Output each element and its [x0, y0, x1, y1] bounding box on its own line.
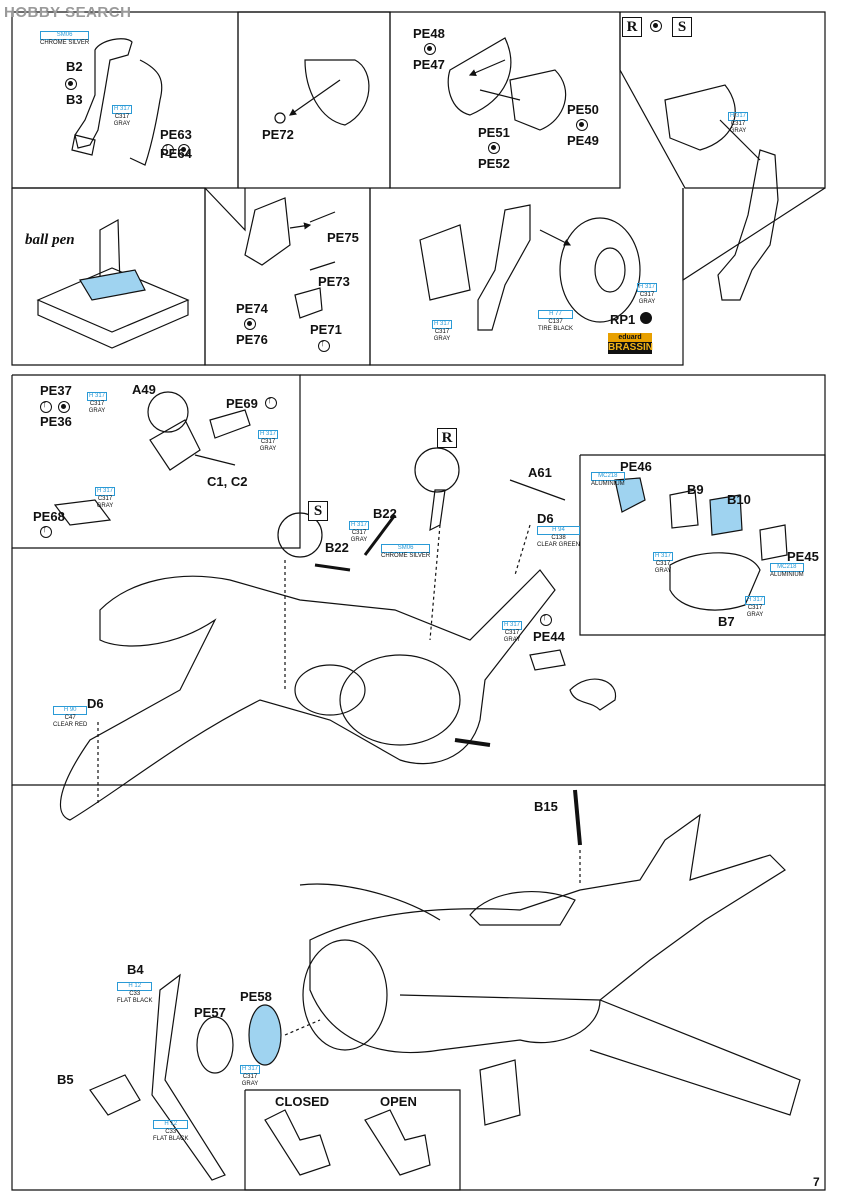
detail-a49-c1 — [53, 391, 251, 526]
part-label-pe48: PE48 — [413, 26, 445, 41]
watermark: HOBBY SEARCH — [4, 4, 132, 21]
part-label-a49: A49 — [132, 382, 156, 397]
fold-icon — [162, 142, 174, 156]
part-label-pe76: PE76 — [236, 332, 268, 347]
part-label-b3: B3 — [66, 92, 83, 107]
marker-r: R — [622, 17, 642, 37]
part-label-pe36: PE36 — [40, 414, 72, 429]
fold-icon — [540, 612, 552, 626]
wheel-and-strut — [419, 204, 641, 331]
reverse-side-icon — [58, 401, 70, 413]
part-label-b15: B15 — [534, 799, 558, 814]
marker-s: S — [308, 501, 328, 521]
part-label-pe37: PE37 — [40, 383, 72, 398]
fold-icon — [265, 395, 277, 409]
reverse-side-icon — [244, 318, 256, 330]
aircraft-top-view — [59, 447, 617, 821]
part-label-b10: B10 — [727, 492, 751, 507]
part-label-pe57: PE57 — [194, 1005, 226, 1020]
part-label-pe58: PE58 — [240, 989, 272, 1004]
part-label-pe64: PE64 — [160, 146, 192, 161]
reverse-side-icon — [576, 119, 588, 131]
part-label-pe46: PE46 — [620, 459, 652, 474]
part-label-pe45: PE45 — [787, 549, 819, 564]
wheel-bay-parts — [614, 477, 788, 611]
part-label-pe50: PE50 — [567, 102, 599, 117]
part-label-b4: B4 — [127, 962, 144, 977]
part-label-b2: B2 — [66, 59, 83, 74]
part-label-rp1: RP1 — [610, 312, 636, 327]
door-and-strut — [664, 84, 779, 301]
fold-icon — [40, 399, 52, 413]
part-label-d6: D6 — [537, 511, 554, 526]
part-label-pe63: PE63 — [160, 127, 192, 142]
part-label-pe69: PE69 — [226, 396, 258, 411]
part-label-pe73: PE73 — [318, 274, 350, 289]
label-open: OPEN — [380, 1094, 417, 1109]
reverse-side-icon — [178, 144, 190, 156]
reverse-side-icon — [424, 43, 436, 55]
part-label-b7: B7 — [718, 614, 735, 629]
label-closed: CLOSED — [275, 1094, 330, 1109]
panel-borders — [11, 11, 826, 1191]
part-label-b5: B5 — [57, 1072, 74, 1087]
reverse-side-icon — [488, 142, 500, 154]
resin-part-icon — [640, 312, 652, 324]
fold-icon — [40, 524, 52, 538]
part-label-d6: D6 — [87, 696, 104, 711]
part-label-a61: A61 — [528, 465, 552, 480]
reverse-side-icon — [650, 20, 662, 32]
fold-icon — [318, 338, 330, 352]
reverse-side-icon — [65, 78, 77, 90]
part-label-pe74: PE74 — [236, 301, 268, 316]
part-label-pe72: PE72 — [262, 127, 294, 142]
part-label-b22: B22 — [373, 506, 397, 521]
part-label-b9: B9 — [687, 482, 704, 497]
part-label-c1-c2: C1, C2 — [207, 474, 248, 489]
marker-s: S — [672, 17, 692, 37]
part-label-pe68: PE68 — [33, 509, 65, 524]
part-label-pe51: PE51 — [478, 125, 510, 140]
ball-pen-caption: ball pen — [25, 232, 75, 248]
part-label-b22: B22 — [325, 540, 349, 555]
photoetch-pe71-pe76 — [244, 197, 336, 319]
part-label-pe44: PE44 — [533, 629, 565, 644]
part-label-pe75: PE75 — [327, 230, 359, 245]
part-label-pe47: PE47 — [413, 57, 445, 72]
fairing-pe72 — [274, 59, 370, 126]
doors-pe47-pe48 — [447, 37, 567, 131]
part-label-pe71: PE71 — [310, 322, 342, 337]
page-number: 7 — [813, 1175, 820, 1189]
aircraft-perspective — [89, 789, 801, 1181]
part-label-pe49: PE49 — [567, 133, 599, 148]
strut-b2-b3 — [71, 38, 163, 166]
part-label-pe52: PE52 — [478, 156, 510, 171]
ball-pen-illustration — [36, 218, 190, 349]
marker-r: R — [437, 428, 457, 448]
